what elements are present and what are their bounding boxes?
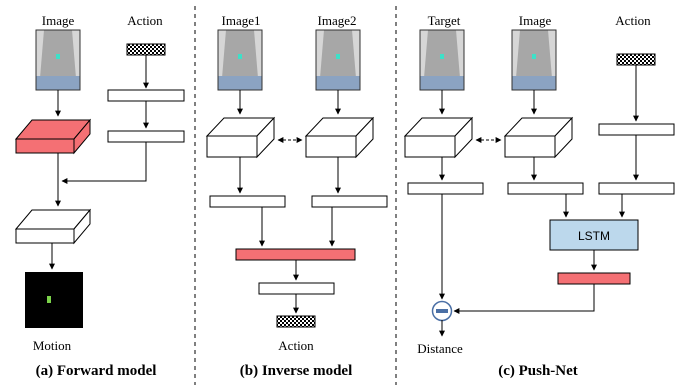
image-fc — [507, 182, 584, 195]
fc-image1 — [209, 195, 286, 208]
panel-push-net: Target Image Action LSTM — [403, 13, 675, 379]
target-fc — [407, 182, 484, 195]
action-vector — [126, 43, 166, 56]
label-target: Target — [428, 13, 461, 28]
input-image2 — [315, 29, 361, 91]
panel-inverse-model: Image1 Image2 Action (b) Inverse model — [205, 13, 388, 379]
predicted-feature — [557, 272, 631, 285]
label-image1: Image1 — [222, 13, 261, 28]
caption-inverse-model: (b) Inverse model — [240, 363, 353, 379]
action-fc2 — [598, 182, 675, 195]
image-encoder-block — [14, 118, 92, 155]
decoder-block — [14, 208, 92, 245]
label-action-output: Action — [278, 338, 314, 353]
label-image2: Image2 — [318, 13, 357, 28]
concat-layer — [235, 248, 356, 261]
action-fc2 — [107, 130, 185, 143]
input-image1 — [217, 29, 263, 91]
label-image: Image — [519, 13, 552, 28]
encoder-block-1 — [205, 116, 276, 159]
label-motion: Motion — [33, 338, 72, 353]
fc-image2 — [311, 195, 388, 208]
action-output — [276, 315, 316, 328]
subtract-node — [431, 300, 453, 322]
motion-output — [25, 272, 83, 328]
image-encoder-block — [503, 116, 574, 159]
fc-merged — [258, 282, 335, 295]
label-image: Image — [42, 13, 75, 28]
action-fc1 — [107, 89, 185, 102]
encoder-block-2 — [304, 116, 375, 159]
caption-push-net: (c) Push-Net — [498, 363, 578, 379]
lstm-block — [549, 219, 639, 251]
label-distance: Distance — [417, 341, 463, 356]
label-action: Action — [127, 13, 163, 28]
label-action: Action — [615, 13, 651, 28]
panel-forward-model: Image Action Motion (a) Forward mod — [14, 13, 185, 379]
target-encoder-block — [403, 116, 474, 159]
current-image — [511, 29, 557, 91]
lstm-label: LSTM — [578, 229, 610, 243]
action-fc1 — [598, 123, 675, 136]
input-image — [35, 29, 81, 91]
target-image — [419, 29, 465, 91]
caption-forward-model: (a) Forward model — [36, 363, 157, 379]
action-vector — [616, 53, 656, 66]
